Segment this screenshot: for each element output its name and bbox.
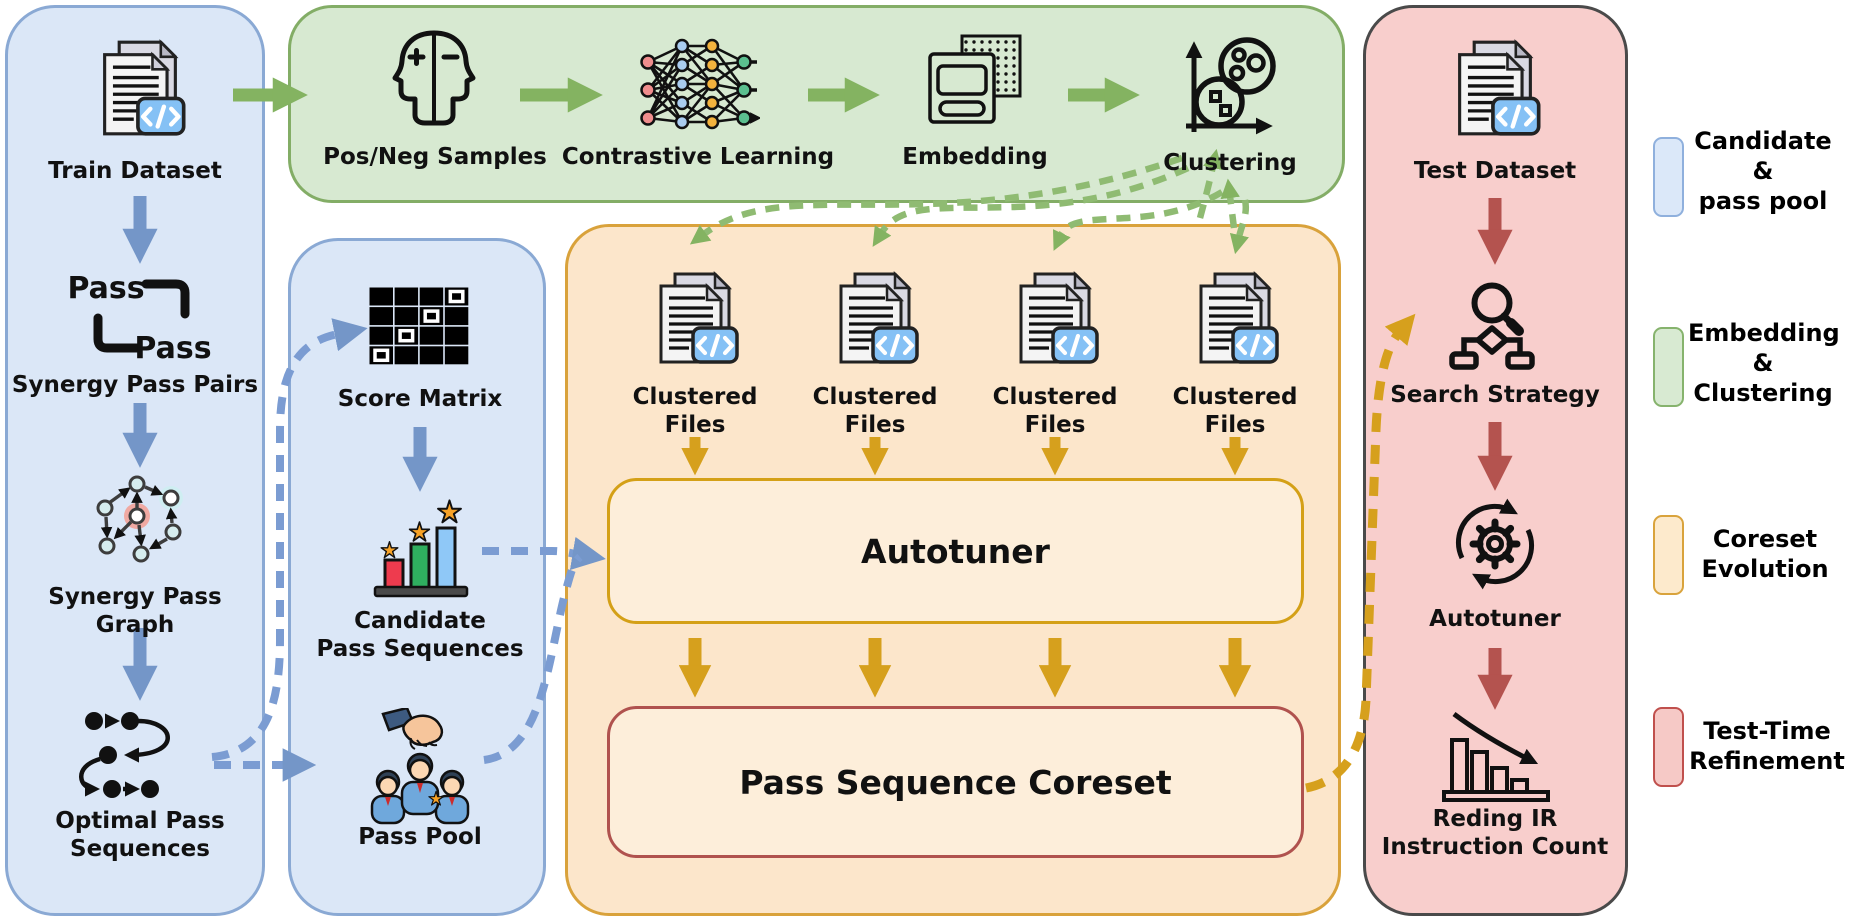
train-dataset-label: Train Dataset bbox=[48, 158, 222, 184]
synergy-pass-pairs-icon: Pass Pass bbox=[68, 271, 212, 366]
dashed-coreset-to-search bbox=[1304, 313, 1416, 793]
score-matrix-icon bbox=[369, 287, 469, 365]
synergy-pass-graph-icon bbox=[96, 475, 183, 563]
pass-top-text: Pass bbox=[68, 271, 145, 306]
autotuner-label: Autotuner bbox=[1429, 606, 1561, 632]
dashed-optimal-to-scorematrix bbox=[211, 318, 368, 761]
reduced-instruction-count-label: Reding IR Instruction Count bbox=[1381, 806, 1609, 860]
synergy-pass-pairs-label: Synergy Pass Pairs bbox=[11, 372, 259, 398]
embedding-clustering-panel bbox=[288, 5, 1345, 203]
test-dataset-label: Test Dataset bbox=[1413, 158, 1577, 184]
test-dataset-icon bbox=[1443, 36, 1547, 140]
contrastive-learning-icon bbox=[640, 38, 760, 130]
clustered-files-label-1: Clustered Files bbox=[632, 384, 758, 438]
search-strategy-icon bbox=[1449, 282, 1535, 370]
candidate-pass-sequences-icon bbox=[373, 499, 469, 598]
autotuner-box-label: Autotuner bbox=[861, 531, 1050, 571]
pass-pool-icon bbox=[370, 708, 470, 825]
dashed-stub-into-clustering-1 bbox=[1196, 148, 1223, 219]
clustering-label: Clustering bbox=[1163, 150, 1297, 176]
green-dashed-connectors bbox=[689, 148, 1249, 255]
clustering-icon bbox=[1185, 37, 1276, 135]
clustered-files-label-4: Clustered Files bbox=[1172, 384, 1298, 438]
dashed-clustering-to-files3 bbox=[1053, 189, 1224, 251]
pass-bottom-text: Pass bbox=[134, 331, 211, 366]
clustered-files-label-2: Clustered Files bbox=[812, 384, 938, 438]
legend-swatch-test-time-refinement bbox=[1653, 707, 1684, 787]
clustered-files-icon-1 bbox=[645, 266, 745, 370]
search-strategy-label: Search Strategy bbox=[1390, 382, 1600, 408]
clustered-files-label-3: Clustered Files bbox=[992, 384, 1118, 438]
embedding-label: Embedding bbox=[902, 144, 1048, 170]
dashed-clustering-to-files1 bbox=[689, 154, 1184, 245]
candidate-pass-sequences-label: Candidate Pass Sequences bbox=[316, 608, 524, 662]
legend-swatch-candidate-pass-pool bbox=[1653, 137, 1684, 217]
dashed-clustering-to-files4 bbox=[1229, 199, 1249, 255]
coreset-box-label: Pass Sequence Coreset bbox=[739, 762, 1172, 802]
synergy-pass-graph-label: Synergy Pass Graph bbox=[48, 584, 222, 638]
contrastive-learning-label: Contrastive Learning bbox=[561, 144, 835, 170]
legend-label-candidate-pass-pool: Candidate & pass pool bbox=[1694, 127, 1832, 215]
score-matrix-label: Score Matrix bbox=[337, 386, 503, 412]
dashed-passpool-up-join bbox=[483, 553, 583, 764]
clustered-files-icon-4 bbox=[1185, 266, 1285, 370]
optimal-pass-sequences-icon bbox=[79, 712, 170, 798]
reduced-instruction-count-icon bbox=[1442, 711, 1550, 802]
embedding-icon bbox=[928, 34, 1022, 124]
autotuner-cycle-icon bbox=[1456, 498, 1534, 590]
clustered-files-icon-3 bbox=[1005, 266, 1105, 370]
pos-neg-samples-icon bbox=[392, 30, 476, 126]
legend-label-coreset-evolution: Coreset Evolution bbox=[1701, 525, 1829, 583]
legend-swatch-embedding-clustering bbox=[1653, 327, 1684, 407]
pass-pool-label: Pass Pool bbox=[358, 824, 482, 850]
blue-dashed-connectors bbox=[211, 318, 606, 782]
legend-label-embedding-clustering: Embedding & Clustering bbox=[1688, 319, 1840, 407]
pass-sequence-coreset-box: Pass Sequence Coreset bbox=[607, 706, 1304, 858]
autotuner-box: Autotuner bbox=[607, 478, 1304, 624]
dashed-candidate-to-autotuner bbox=[482, 536, 606, 571]
legend-label-test-time-refinement: Test-Time Refinement bbox=[1689, 717, 1845, 775]
clustered-files-icon-2 bbox=[825, 266, 925, 370]
pos-neg-samples-label: Pos/Neg Samples bbox=[323, 144, 547, 170]
orange-flow-arrows bbox=[678, 437, 1252, 698]
legend-swatch-coreset-evolution bbox=[1653, 515, 1684, 595]
train-dataset-icon bbox=[88, 36, 192, 140]
blue-flow-arrows bbox=[122, 196, 438, 701]
dashed-clustering-to-files2 bbox=[872, 165, 1190, 247]
optimal-pass-sequences-label: Optimal Pass Sequences bbox=[55, 808, 225, 862]
dashed-stub-into-clustering-2 bbox=[1220, 178, 1240, 229]
